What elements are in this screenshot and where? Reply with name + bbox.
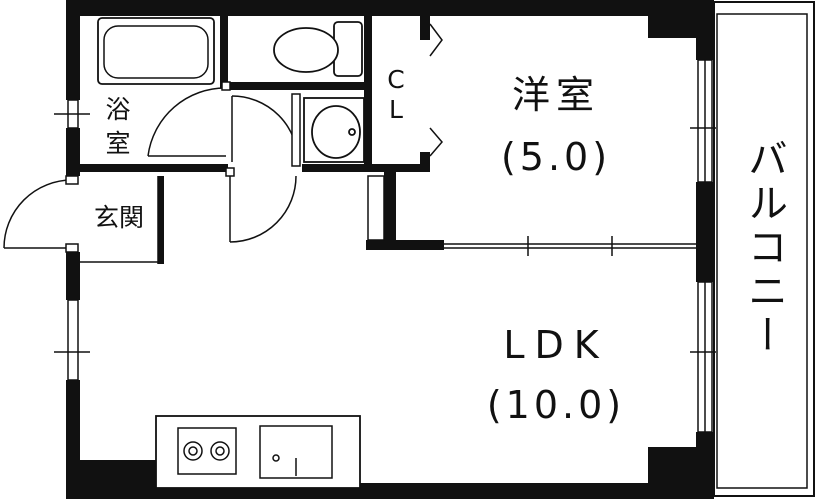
toilet-icon: [273, 21, 363, 77]
closet-doors: [429, 23, 443, 157]
closet-label-line2: L: [389, 95, 403, 124]
hallway-door: [225, 167, 297, 243]
balcony: [713, 1, 815, 497]
kitchen-counter: [155, 415, 361, 489]
entrance-label: 玄関: [94, 203, 144, 232]
washbasin-icon: [303, 97, 365, 163]
windows: [54, 59, 716, 433]
sink-icon: [259, 425, 333, 479]
western-room-size: (5.0): [501, 135, 611, 179]
entrance-door: [3, 175, 79, 253]
outer-walls: [66, 0, 714, 499]
ldk-size: (10.0): [487, 383, 625, 427]
balcony-label: バルコニー: [741, 138, 787, 358]
washroom-door: [231, 93, 301, 167]
bath-label-line1: 浴: [105, 95, 130, 124]
ldk-name: LDK: [503, 323, 608, 367]
stove-icon: [177, 427, 237, 475]
partition-lines: [80, 175, 696, 264]
bath-label-line2: 室: [105, 129, 130, 158]
western-room-name: 洋室: [512, 73, 600, 117]
interior-walls: [80, 16, 444, 264]
bathtub-icon: [97, 17, 215, 85]
bath-door: [147, 81, 231, 157]
closet-label-line1: C: [387, 65, 404, 94]
